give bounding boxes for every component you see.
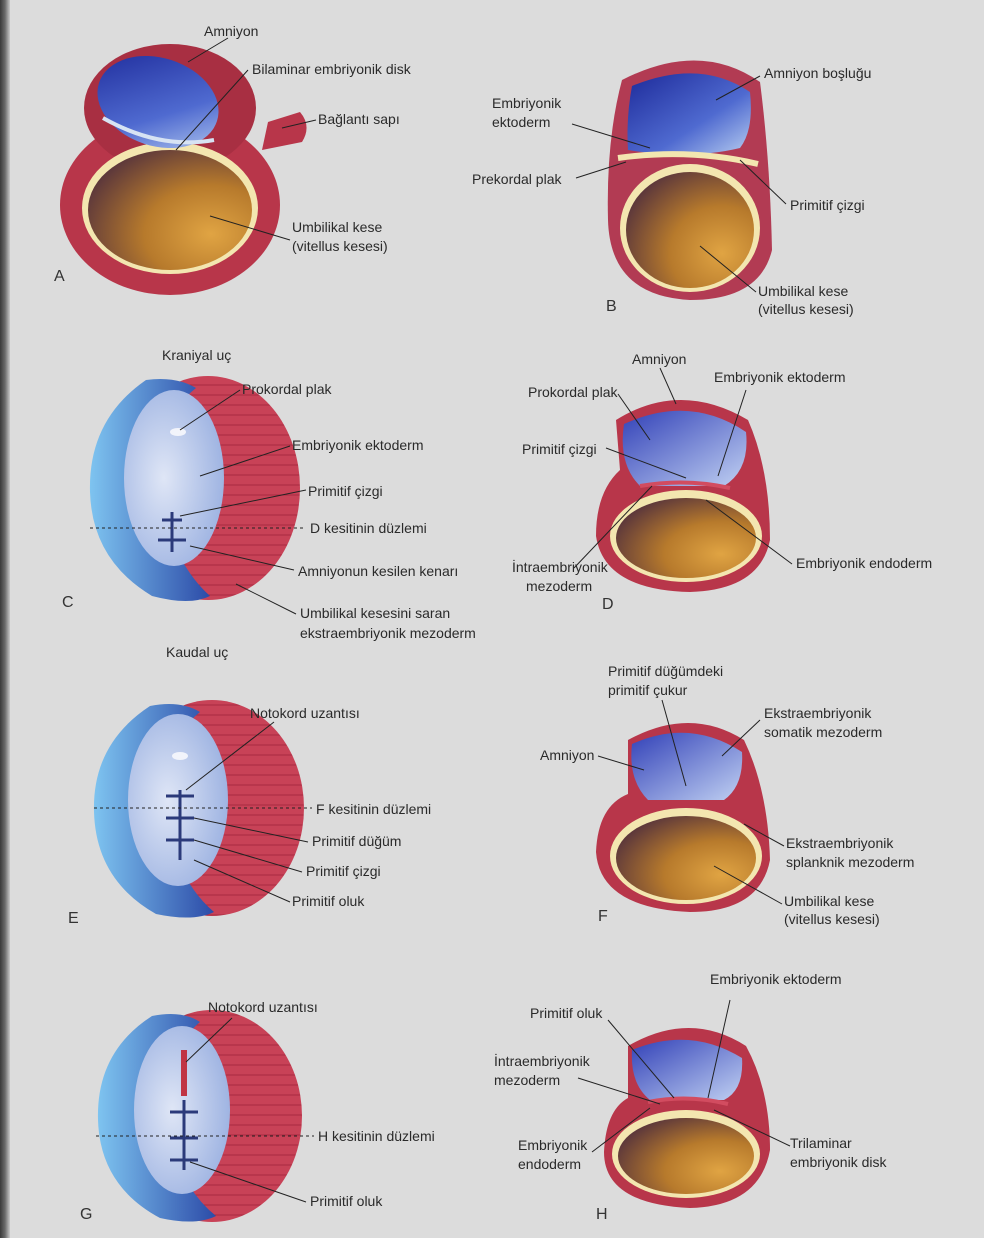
label-h-endoderm-2: endoderm [518, 1155, 581, 1174]
label-b-prekordal: Prekordal plak [472, 170, 562, 189]
label-f-umbilikal-2: (vitellus kesesi) [784, 910, 880, 929]
label-d-prokordal: Prokordal plak [528, 383, 618, 402]
label-e-f-kesit: F kesitinin düzlemi [316, 800, 431, 819]
panel-letter-f: F [598, 908, 608, 926]
label-b-amniyon-boslugu: Amniyon boşluğu [764, 64, 871, 83]
panel-h-art [604, 1028, 770, 1208]
label-f-somatik-1: Ekstraembriyonik [764, 704, 871, 723]
label-h-intra-2: mezoderm [494, 1071, 560, 1090]
label-d-intra-1: İntraembriyonik [512, 558, 608, 577]
panel-letter-e: E [68, 910, 79, 928]
panel-letter-d: D [602, 596, 614, 614]
panel-b-art [608, 60, 772, 300]
label-f-umbilikal-1: Umbilikal kese [784, 892, 874, 911]
panel-letter-g: G [80, 1206, 92, 1224]
label-b-umbilikal-1: Umbilikal kese [758, 282, 848, 301]
label-b-umbilikal-2: (vitellus kesesi) [758, 300, 854, 319]
label-f-cukur-1: Primitif düğümdeki [608, 662, 723, 681]
label-g-notokord: Notokord uzantısı [208, 998, 318, 1017]
label-f-somatik-2: somatik mezoderm [764, 723, 882, 742]
label-g-h-kesit: H kesitinin düzlemi [318, 1127, 435, 1146]
label-e-primitif-oluk: Primitif oluk [292, 892, 364, 911]
panel-letter-a: A [54, 268, 65, 286]
label-h-primitif-oluk: Primitif oluk [530, 1004, 602, 1023]
label-c-primitif-cizgi: Primitif çizgi [308, 482, 383, 501]
panel-f-art [596, 723, 770, 912]
label-h-endoderm-1: Embriyonik [518, 1136, 587, 1155]
label-c-kaudal: Kaudal uç [166, 643, 228, 662]
label-f-amniyon: Amniyon [540, 746, 594, 765]
label-e-primitif-dugum: Primitif düğüm [312, 832, 401, 851]
label-d-intra-2: mezoderm [526, 577, 592, 596]
label-c-ektoderm: Embriyonik ektoderm [292, 436, 424, 455]
label-a-baglanti: Bağlantı sapı [318, 110, 400, 129]
panel-a-art [60, 41, 307, 295]
label-f-cukur-2: primitif çukur [608, 681, 687, 700]
panel-letter-b: B [606, 298, 617, 316]
label-c-d-kesit: D kesitinin düzlemi [310, 519, 427, 538]
label-h-trilaminar-2: embriyonik disk [790, 1153, 886, 1172]
label-b-primitif-cizgi: Primitif çizgi [790, 196, 865, 215]
label-d-amniyon: Amniyon [632, 350, 686, 369]
label-e-notokord: Notokord uzantısı [250, 704, 360, 723]
label-f-splanknik-2: splanknik mezoderm [786, 853, 914, 872]
panel-d-art [596, 400, 770, 592]
label-g-primitif-oluk: Primitif oluk [310, 1192, 382, 1211]
label-b-embriyonik-1: Embriyonik [492, 94, 561, 113]
panel-letter-h: H [596, 1206, 608, 1224]
label-h-ektoderm: Embriyonik ektoderm [710, 970, 842, 989]
label-d-primitif-cizgi: Primitif çizgi [522, 440, 597, 459]
label-e-primitif-cizgi: Primitif çizgi [306, 862, 381, 881]
label-h-intra-1: İntraembriyonik [494, 1052, 590, 1071]
label-c-umbilikal-2: ekstraembriyonik mezoderm [300, 624, 476, 643]
panel-e-art [94, 700, 304, 918]
label-d-ektoderm: Embriyonik ektoderm [714, 368, 846, 387]
panel-letter-c: C [62, 594, 74, 612]
label-f-splanknik-1: Ekstraembriyonik [786, 834, 893, 853]
label-c-amniyon-kenar: Amniyonun kesilen kenarı [298, 562, 458, 581]
label-a-umbilikal-1: Umbilikal kese [292, 218, 382, 237]
label-h-trilaminar-1: Trilaminar [790, 1134, 852, 1153]
label-d-endoderm: Embriyonik endoderm [796, 554, 932, 573]
label-c-umbilikal-1: Umbilikal kesesini saran [300, 604, 450, 623]
label-a-amniyon: Amniyon [204, 22, 258, 41]
label-b-embriyonik-2: ektoderm [492, 113, 550, 132]
panel-c-art [90, 376, 300, 601]
label-a-umbilikal-2: (vitellus kesesi) [292, 237, 388, 256]
label-c-prokordal: Prokordal plak [242, 380, 332, 399]
label-c-kraniyal: Kraniyal uç [162, 346, 231, 365]
label-a-bilaminar: Bilaminar embriyonik disk [252, 60, 411, 79]
